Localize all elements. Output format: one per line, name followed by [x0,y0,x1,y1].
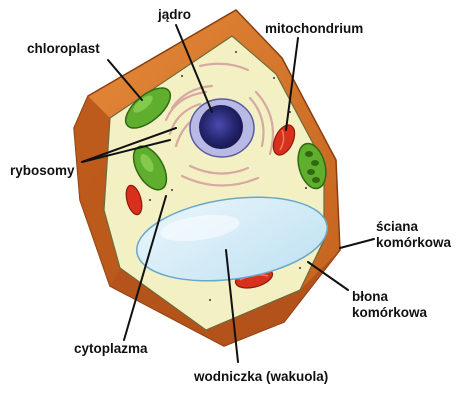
label-nucleus: jądro [158,6,191,23]
leader-cell-wall [340,239,374,248]
label-cytoplasm: cytoplazma [74,340,148,357]
label-cell-wall-line1: ściana [376,218,418,235]
label-mitochondrion: mitochondrium [265,20,363,37]
label-cell-wall-line2: komórkowa [376,234,451,251]
nucleus [199,105,243,149]
label-cell-membrane-line1: błona [352,288,388,305]
label-chloroplast: chloroplast [27,40,100,57]
label-ribosomes: rybosomy [10,162,75,179]
label-cell-membrane-line2: komórkowa [352,304,427,321]
label-vacuole: wodniczka (wakuola) [194,368,328,385]
